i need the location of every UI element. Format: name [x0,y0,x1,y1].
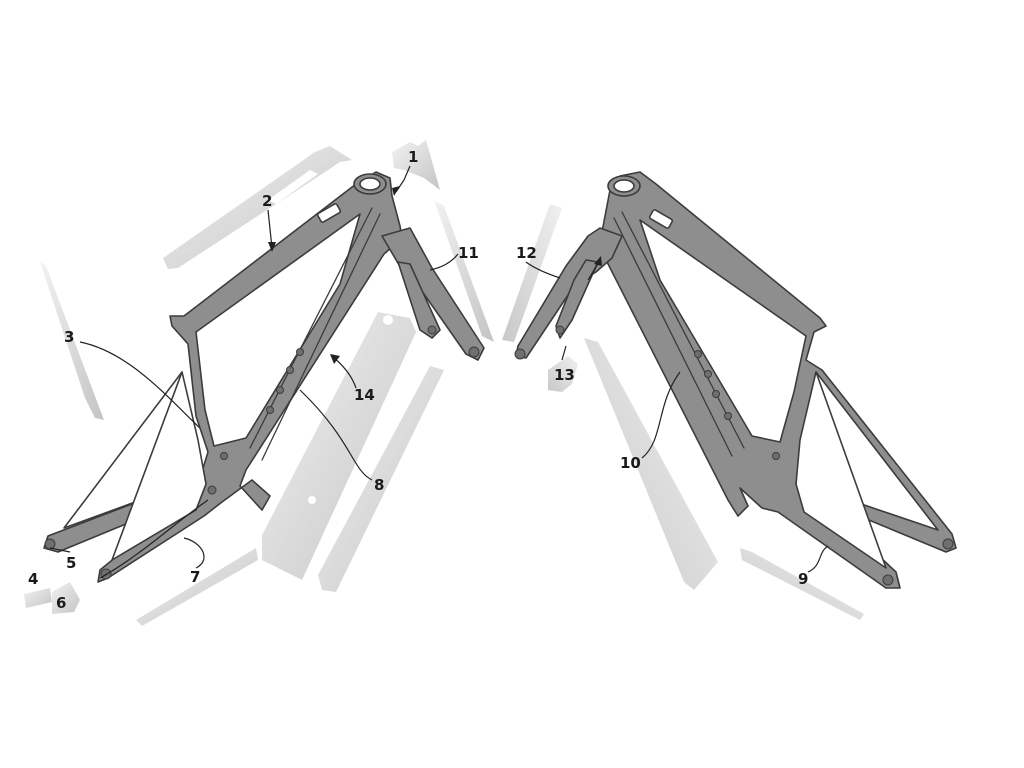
callout-4: 4 [28,570,38,588]
frame-right-detail-line-a [621,211,745,449]
leader-13 [561,345,567,361]
protector-head-tube [392,140,440,190]
frame-left-main-triangle [195,213,361,447]
frame-left-fork-axle-inner [427,325,437,335]
protector-piece-6 [52,582,80,614]
callout-3: 3 [64,328,74,346]
callout-2: 2 [262,192,272,210]
frame-right-fork-axle [514,348,526,360]
frame-left-bolt-3 [276,386,284,394]
callout-12: 12 [516,244,537,262]
frame-right-bolt-5 [772,452,780,460]
callout-7: 7 [190,568,200,586]
callout-9: 9 [798,570,808,588]
callout-13: 13 [554,366,575,384]
protector-down-tube-strip [318,366,444,592]
frame-left-bolt-2 [286,366,294,374]
frame-left-bolt-4 [266,406,274,414]
frame-right-display-port [648,209,674,229]
protector-films [24,140,864,626]
leader-11 [429,253,459,271]
protector-down-tube-right [584,338,718,590]
callout-8: 8 [374,476,384,494]
frame-right-rear-triangle-lower [795,371,887,569]
arrowhead-1 [392,186,400,196]
frame-right-bolt-2 [704,370,712,378]
frame-left-display-port [316,203,342,223]
callout-10: 10 [620,454,641,472]
arrowhead-12 [594,256,602,266]
protector-down-tube-hole-b [308,496,316,504]
frame-right-bolt-4 [724,412,732,420]
protector-fork-left [434,200,494,342]
arrowhead-14 [330,354,340,364]
frame-right-bolt-3 [712,390,720,398]
frame-right-head-tube-bore [613,179,635,193]
frame-right-main-triangle [639,219,807,443]
leader-9 [807,545,829,573]
protector-chain-stay-right [740,548,864,620]
protector-top-tube-window [268,170,318,204]
leader-lines [49,165,829,579]
protector-seat-stay-left [40,262,104,420]
callout-11: 11 [458,244,479,262]
frame-right-dropout [942,538,954,550]
protector-chain-stay-left [136,548,258,626]
frame-right-fork-axle-inner [555,325,565,335]
callout-6: 6 [56,594,66,612]
frame-left-detail-line-b [261,213,381,461]
callout-1: 1 [408,148,418,166]
protector-piece-4 [24,588,52,608]
frame-left-bolt-5 [220,452,228,460]
protector-down-tube-large [262,312,416,580]
leader-3 [79,341,201,429]
protector-fork-crown-13 [548,356,578,392]
leader-10 [641,371,681,459]
frame-left-fork-axle [468,346,480,358]
leader-5b [99,499,209,579]
leader-2 [267,209,273,249]
leader-12 [525,261,561,279]
frame-left-fork-leg-inner [397,261,441,339]
leader-5 [49,547,71,553]
frame-right-detail-line-b [613,217,733,457]
frame-left-bolt-6 [207,485,217,495]
frame-left [43,171,485,583]
frame-right [514,171,957,589]
protector-fork-right [502,204,562,342]
callout-5: 5 [66,554,76,572]
leader-8 [299,389,373,481]
frame-right-bolt-1 [694,350,702,358]
callout-labels: 1 2 3 4 5 6 7 8 9 10 11 12 13 14 [28,148,808,612]
frame-left-head-tube-bore [359,177,381,191]
frame-right-dropout-2 [882,574,894,586]
arrowhead-2 [268,242,276,252]
frame-left-dropout [44,538,56,550]
frame-left-rear-triangle-lower [111,371,207,561]
leader-7 [183,537,205,569]
frame-left-bolt-1 [296,348,304,356]
callout-14: 14 [354,386,375,404]
protector-down-tube-hole-a [383,315,393,325]
